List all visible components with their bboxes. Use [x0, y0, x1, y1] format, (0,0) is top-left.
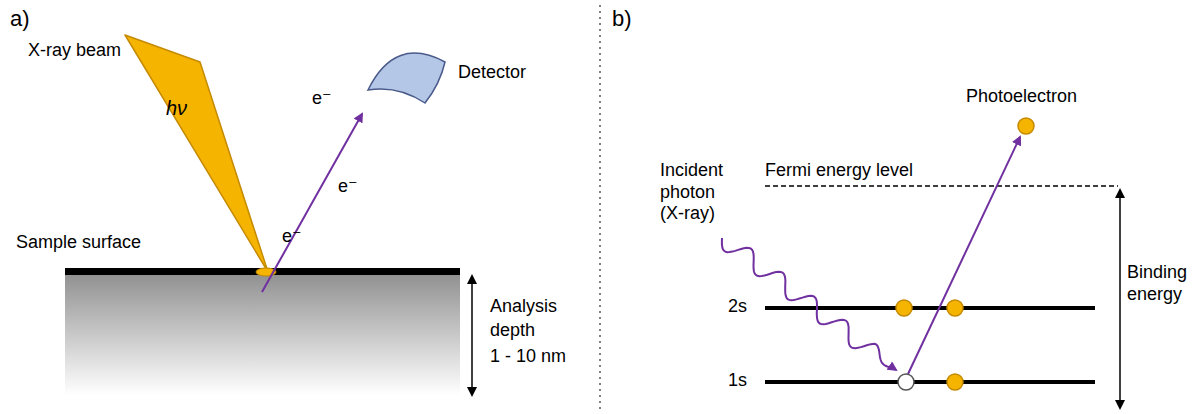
level-1s	[765, 380, 1095, 384]
depth-arrow	[471, 276, 473, 395]
electron	[947, 374, 963, 390]
detector-label: Detector	[458, 62, 526, 84]
beam-label: X-ray beam	[28, 40, 121, 62]
photon-symbol: hν	[166, 96, 187, 120]
level-label: 2s	[728, 296, 747, 318]
fermi-level	[765, 185, 1118, 187]
fermi-label: Fermi energy level	[765, 160, 913, 182]
panel-letter: b)	[612, 6, 632, 32]
surface-layer	[65, 268, 460, 275]
electron-path	[262, 114, 362, 292]
photoelectron-dot	[1018, 118, 1034, 134]
binding-label: Binding energy	[1127, 262, 1197, 305]
photoelectron-label: Photoelectron	[966, 86, 1077, 108]
level-2s	[765, 306, 1095, 310]
electron-label: e⁻	[338, 176, 358, 198]
panel-divider	[599, 5, 601, 410]
electron-hole	[898, 374, 914, 390]
xray-beam	[125, 35, 268, 272]
depth-value: 1 - 10 nm	[490, 346, 566, 368]
panel-letter: a)	[10, 6, 30, 32]
sample-label: Sample surface	[16, 232, 141, 254]
photoelectron-path	[908, 137, 1020, 374]
binding-arrow	[1119, 190, 1121, 408]
level-label: 1s	[728, 370, 747, 392]
photon-label: Incident photon (X-ray)	[660, 160, 742, 225]
electron-label: e⁻	[312, 88, 332, 110]
detector-symbol	[368, 53, 445, 103]
depth-label: Analysis	[490, 296, 557, 318]
depth-label: depth	[490, 320, 535, 342]
electron-label: e⁻	[282, 226, 302, 248]
electron	[947, 300, 963, 316]
photon-wave	[722, 238, 896, 370]
electron	[896, 300, 912, 316]
